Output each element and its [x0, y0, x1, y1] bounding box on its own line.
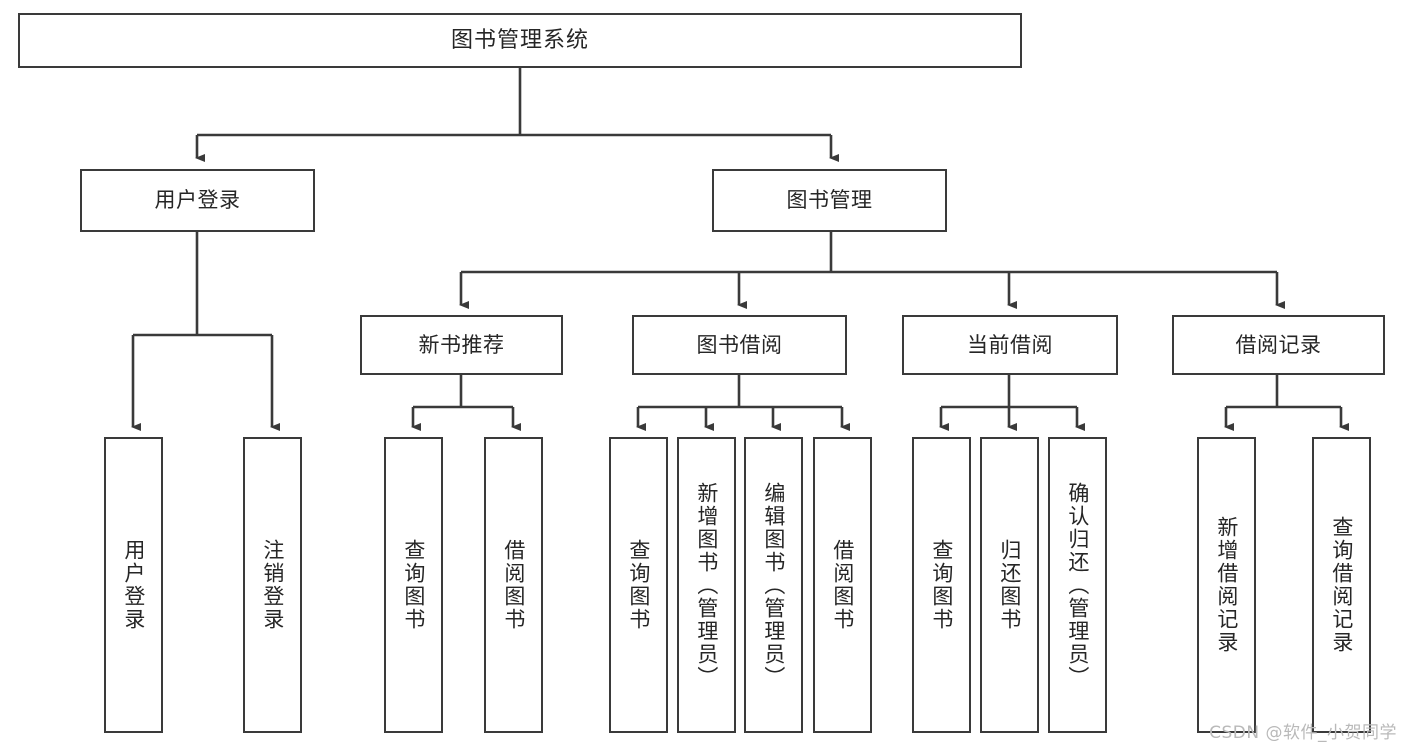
leaf-query-book-current[interactable]: 查询图书: [912, 437, 971, 733]
node-label: 图书管理: [786, 188, 873, 213]
node-label: 查询图书: [929, 539, 954, 631]
node-label: 借阅图书: [830, 539, 855, 631]
leaf-query-book-borrow[interactable]: 查询图书: [609, 437, 668, 733]
leaf-add-book-admin[interactable]: 新增图书（管理员）: [677, 437, 736, 733]
leaf-return-book[interactable]: 归还图书: [980, 437, 1039, 733]
node-label: 借阅记录: [1235, 332, 1322, 357]
node-book-management[interactable]: 图书管理: [712, 169, 947, 232]
node-label: 图书借阅: [696, 332, 783, 357]
node-book-borrow[interactable]: 图书借阅: [632, 315, 847, 375]
leaf-borrow-book[interactable]: 借阅图书: [813, 437, 872, 733]
node-label: 查询借阅记录: [1329, 516, 1354, 654]
node-user-login[interactable]: 用户登录: [80, 169, 315, 232]
leaf-confirm-return-admin[interactable]: 确认归还（管理员）: [1048, 437, 1107, 733]
node-root-system[interactable]: 图书管理系统: [18, 13, 1022, 68]
node-label: 归还图书: [997, 539, 1022, 631]
leaf-edit-book-admin[interactable]: 编辑图书（管理员）: [744, 437, 803, 733]
node-label: 注销登录: [260, 539, 285, 631]
node-new-book-recommend[interactable]: 新书推荐: [360, 315, 563, 375]
leaf-query-book-recommend[interactable]: 查询图书: [384, 437, 443, 733]
leaf-query-borrow-record[interactable]: 查询借阅记录: [1312, 437, 1371, 733]
node-label: 编辑图书（管理员）: [761, 481, 786, 689]
leaf-logout[interactable]: 注销登录: [243, 437, 302, 733]
node-label: 查询图书: [626, 539, 651, 631]
node-label: 借阅图书: [501, 539, 526, 631]
node-borrow-record[interactable]: 借阅记录: [1172, 315, 1385, 375]
watermark: CSDN @软件_小贺同学: [1209, 723, 1397, 743]
node-label: 用户登录: [154, 188, 241, 213]
node-label: 当前借阅: [967, 332, 1053, 357]
node-current-borrow[interactable]: 当前借阅: [902, 315, 1118, 375]
leaf-user-login[interactable]: 用户登录: [104, 437, 163, 733]
node-label: 新书推荐: [418, 332, 505, 357]
leaf-add-borrow-record[interactable]: 新增借阅记录: [1197, 437, 1256, 733]
node-label: 新增图书（管理员）: [694, 481, 719, 689]
node-label: 确认归还（管理员）: [1065, 481, 1090, 689]
leaf-borrow-book-recommend[interactable]: 借阅图书: [484, 437, 543, 733]
node-label: 查询图书: [401, 539, 426, 631]
node-label: 用户登录: [121, 539, 146, 631]
node-label: 图书管理系统: [450, 27, 589, 53]
node-label: 新增借阅记录: [1214, 516, 1239, 654]
